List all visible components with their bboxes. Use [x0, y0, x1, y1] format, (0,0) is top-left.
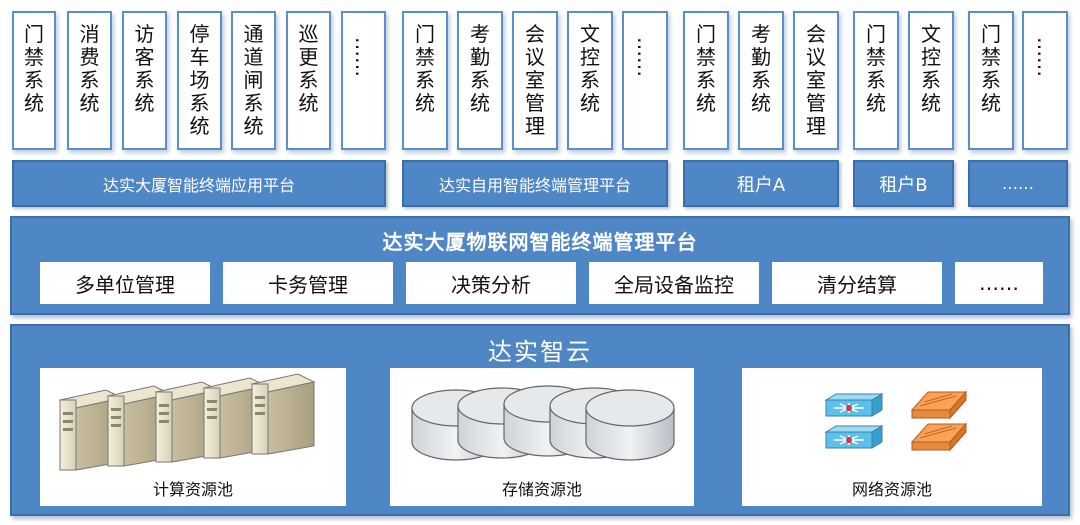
function-multi-unit: 多单位管理 — [40, 262, 210, 304]
app-label: …… — [351, 37, 375, 77]
app-attendance-1: 考勤系统 — [457, 11, 503, 150]
app-visitor: 访客系统 — [122, 11, 167, 150]
platform-tenant-a: 租户A — [683, 160, 839, 207]
cloud-layer: 达实智云 — [10, 324, 1070, 516]
app-label: 消费系统 — [79, 22, 100, 115]
app-label: 访客系统 — [134, 22, 155, 115]
app-more-3: …… — [1022, 11, 1068, 150]
function-decision-analysis: 决策分析 — [406, 262, 576, 304]
disk-icon — [411, 385, 675, 461]
network-pool: 网络资源池 — [742, 368, 1042, 506]
app-meeting-room-1: 会议室管理 — [512, 11, 558, 150]
network-switch-icon — [824, 390, 968, 452]
app-gate: 通道闸系统 — [231, 11, 276, 150]
app-label: 会议室管理 — [806, 22, 826, 138]
function-label: 决策分析 — [451, 272, 531, 297]
cloud-title: 达实智云 — [488, 338, 592, 366]
app-document-control-2: 文控系统 — [908, 11, 954, 150]
app-label: 门禁系统 — [866, 22, 886, 115]
app-label: 考勤系统 — [470, 22, 490, 115]
app-label: 门禁系统 — [981, 22, 1001, 115]
server-icon — [58, 373, 316, 471]
app-door-access-1: 门禁系统 — [12, 11, 56, 150]
app-label: 门禁系统 — [696, 22, 716, 115]
app-more-1: …… — [341, 11, 386, 150]
platform-self-use: 达实自用智能终端管理平台 — [402, 160, 668, 207]
app-more-2: …… — [622, 11, 668, 150]
pool-label: 存储资源池 — [501, 480, 582, 499]
app-label: 考勤系统 — [751, 22, 771, 115]
app-attendance-2: 考勤系统 — [738, 11, 784, 150]
compute-pool: 计算资源池 — [40, 368, 346, 506]
app-label: …… — [1033, 37, 1057, 77]
app-document-control-1: 文控系统 — [567, 11, 613, 150]
platform-tenant-b: 租户B — [853, 160, 954, 207]
pool-label: 网络资源池 — [851, 480, 932, 499]
app-label: 巡更系统 — [298, 22, 319, 115]
app-label: 文控系统 — [921, 22, 941, 115]
function-more: …… — [955, 262, 1043, 304]
function-card-service: 卡务管理 — [223, 262, 393, 304]
app-label: 通道闸系统 — [243, 22, 264, 138]
app-label: …… — [633, 37, 657, 77]
pool-label: 计算资源池 — [152, 480, 233, 499]
function-label: 清分结算 — [817, 272, 897, 297]
platform-label: 达实大厦智能终端应用平台 — [102, 175, 295, 195]
app-label: 门禁系统 — [24, 22, 44, 115]
iot-management-platform: 达实大厦物联网智能终端管理平台 多单位管理 卡务管理 决策分析 全局设备监控 清… — [10, 216, 1070, 315]
app-label: 会议室管理 — [525, 22, 545, 138]
platform-label: 租户B — [879, 174, 928, 196]
function-device-monitoring: 全局设备监控 — [589, 262, 759, 304]
app-door-access-2: 门禁系统 — [402, 11, 448, 150]
app-meeting-room-2: 会议室管理 — [793, 11, 839, 150]
platform-more: …… — [968, 160, 1068, 207]
app-patrol: 巡更系统 — [286, 11, 331, 150]
platform-label: 达实自用智能终端管理平台 — [438, 175, 631, 195]
app-door-access-4: 门禁系统 — [853, 11, 899, 150]
function-label: 卡务管理 — [268, 272, 348, 297]
function-label: 全局设备监控 — [614, 272, 734, 297]
app-label: 文控系统 — [580, 22, 600, 115]
platform-label: 租户A — [736, 174, 786, 196]
platform-tower-app: 达实大厦智能终端应用平台 — [12, 160, 386, 207]
app-label: 停车场系统 — [189, 22, 210, 138]
storage-pool: 存储资源池 — [390, 368, 694, 506]
platform-label: …… — [1002, 174, 1034, 193]
function-label: …… — [979, 271, 1019, 295]
app-door-access-5: 门禁系统 — [968, 11, 1014, 150]
app-label: 门禁系统 — [415, 22, 435, 115]
app-door-access-3: 门禁系统 — [683, 11, 729, 150]
app-consumption: 消费系统 — [67, 11, 112, 150]
function-label: 多单位管理 — [75, 272, 175, 297]
iot-platform-title: 达实大厦物联网智能终端管理平台 — [382, 230, 698, 254]
function-settlement: 清分结算 — [772, 262, 942, 304]
app-parking: 停车场系统 — [177, 11, 222, 150]
